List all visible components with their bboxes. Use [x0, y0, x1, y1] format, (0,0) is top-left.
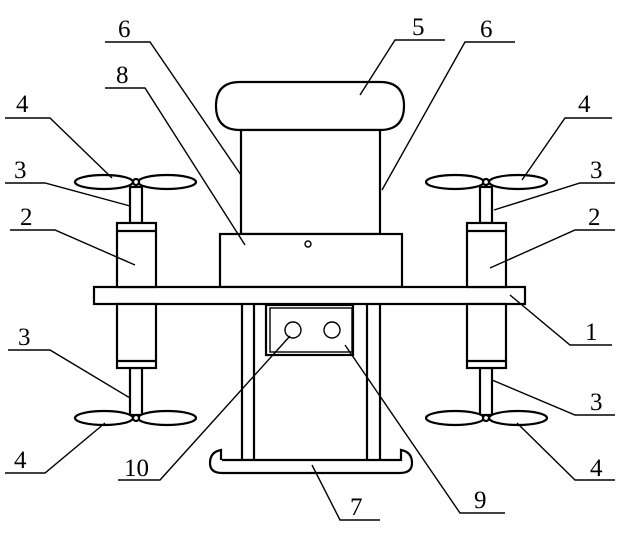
label-propeller-right-top: 4 [578, 91, 591, 118]
button-9 [324, 322, 340, 338]
label-control-box: 9 [474, 487, 487, 514]
cap [216, 82, 404, 130]
label-shaft-right-bottom: 3 [590, 389, 603, 416]
skid [210, 450, 412, 473]
label-motor-right: 2 [588, 204, 601, 231]
label-propeller-left-bottom: 4 [14, 447, 27, 474]
button-10 [285, 322, 301, 338]
label-shaft-right-top: 3 [590, 157, 603, 184]
label-shaft-left-top: 3 [14, 157, 27, 184]
label-propeller-right-bottom: 4 [590, 455, 603, 482]
label-propeller-left-top: 4 [16, 91, 29, 118]
label-body-right: 6 [480, 16, 493, 43]
plate [94, 287, 525, 304]
label-plate: 1 [585, 319, 598, 346]
label-housing: 8 [116, 62, 129, 89]
label-shaft-left-bottom: 3 [18, 324, 31, 351]
label-cap: 5 [412, 14, 425, 41]
label-body-left: 6 [118, 16, 131, 43]
label-motor-left: 2 [20, 204, 33, 231]
label-button: 10 [124, 455, 149, 482]
label-skid: 7 [350, 494, 363, 521]
body [241, 130, 380, 234]
